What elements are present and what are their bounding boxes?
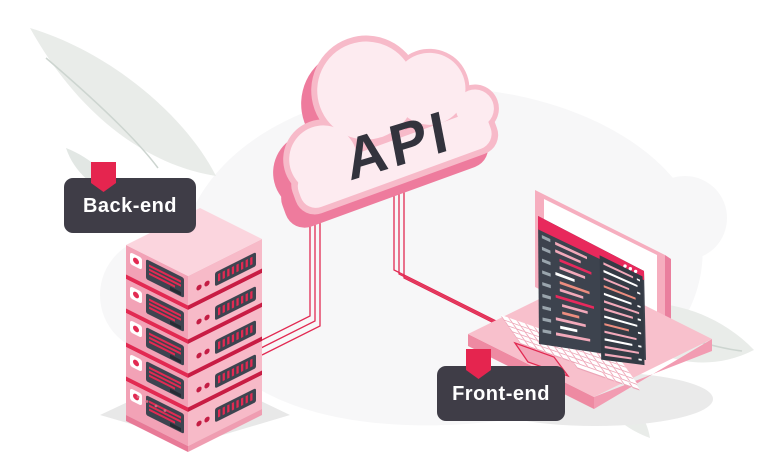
frontend-label: Front-end [437, 349, 565, 421]
server-base-dots [136, 395, 167, 412]
server-stack [126, 208, 262, 452]
backend-label: Back-end [64, 162, 196, 233]
cloud-face [289, 41, 494, 208]
leaf-top-left [30, 28, 216, 196]
backend-pin-icon [91, 162, 116, 192]
api-cloud: API [273, 35, 499, 228]
connection-lines [251, 170, 516, 356]
frontend-connection-lines [393, 170, 516, 335]
backend-connection-lines [251, 216, 321, 356]
backend-label-text: Back-end [83, 195, 177, 217]
frontend-pin-icon [466, 349, 491, 379]
code-editor-window [538, 216, 646, 366]
frontend-label-text: Front-end [452, 383, 550, 405]
server-top-face [126, 208, 262, 276]
